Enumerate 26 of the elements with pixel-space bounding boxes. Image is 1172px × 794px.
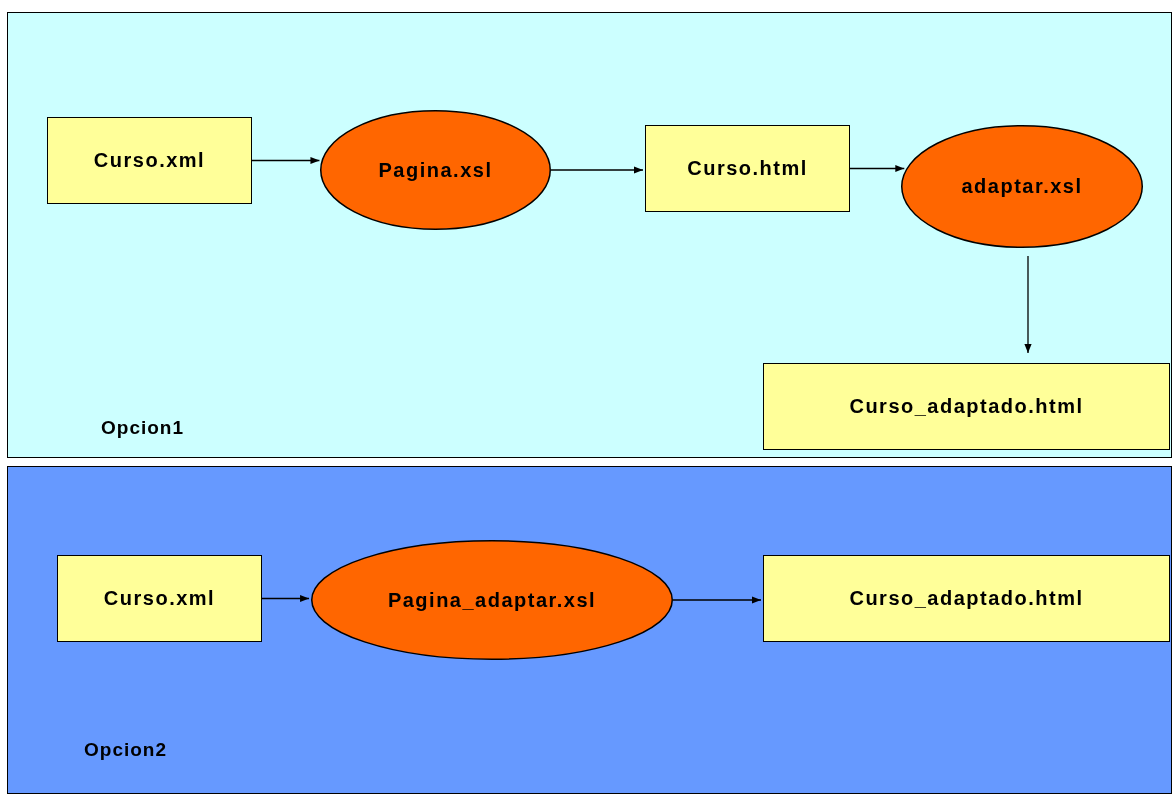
node-label: adaptar.xsl <box>961 175 1083 198</box>
node-label: Curso.xml <box>93 149 206 172</box>
node-label: Curso.html <box>687 157 808 180</box>
file-box <box>47 117 252 204</box>
file-box <box>763 555 1170 642</box>
arrow <box>261 594 310 603</box>
node-label: Curso.xml <box>103 587 216 610</box>
panel-title: Opcion2 <box>84 739 167 761</box>
file-box <box>763 363 1170 450</box>
panel-title: Opcion1 <box>101 417 184 439</box>
process-ellipse <box>320 110 551 230</box>
arrow <box>672 596 762 604</box>
option-panel <box>7 12 1172 458</box>
arrow <box>849 164 905 173</box>
file-box <box>645 125 850 212</box>
arrow <box>251 156 321 165</box>
node-label: Curso_adaptado.html <box>849 587 1084 610</box>
node-label: Curso_adaptado.html <box>849 395 1084 418</box>
process-ellipse <box>311 540 673 660</box>
arrow <box>1024 255 1032 354</box>
arrow <box>550 166 644 174</box>
file-box <box>57 555 262 642</box>
node-label: Pagina_adaptar.xsl <box>387 588 597 612</box>
option-panel <box>7 466 1172 794</box>
process-ellipse <box>901 125 1143 248</box>
node-label: Pagina.xsl <box>378 158 493 182</box>
